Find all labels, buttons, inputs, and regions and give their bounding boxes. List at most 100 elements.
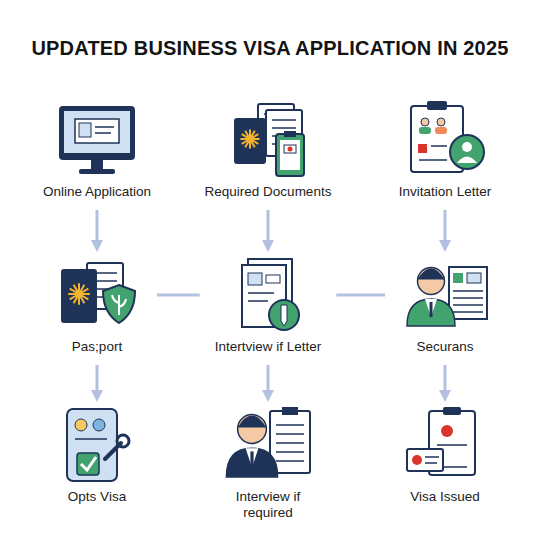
icon-part — [453, 297, 483, 299]
icon-group — [411, 101, 484, 172]
icon-part — [450, 135, 484, 169]
icon-part — [238, 415, 267, 444]
flow-connector — [96, 365, 99, 396]
icon-part — [272, 127, 296, 129]
step-label: Opts Visa — [47, 489, 147, 505]
icon-part — [246, 448, 259, 467]
icon-part — [425, 456, 439, 458]
icon-part — [421, 118, 429, 126]
icon-group — [407, 267, 487, 326]
icon-part — [248, 300, 268, 302]
icon-part — [246, 135, 254, 143]
icon-part — [287, 147, 292, 152]
icon-part — [117, 435, 129, 447]
flow-connector — [95, 210, 98, 246]
step-label: Pas;port — [47, 339, 147, 355]
icon-part — [453, 273, 463, 283]
icon-part — [449, 267, 487, 319]
icon-part — [226, 448, 277, 477]
icon-part — [81, 457, 96, 470]
icon-part — [103, 285, 135, 323]
icon-part — [75, 438, 107, 440]
icon-part — [77, 453, 99, 475]
icon-part — [418, 144, 427, 153]
icon-part — [276, 424, 304, 426]
icon-part — [276, 442, 304, 444]
icon-part — [425, 299, 437, 317]
icon-part — [276, 134, 304, 176]
flow-connector — [444, 210, 447, 246]
icon-part — [112, 295, 126, 315]
icon-part — [437, 118, 445, 126]
icon-part — [437, 444, 467, 446]
icon-part — [269, 300, 299, 330]
icon-part — [280, 140, 300, 170]
icon-part — [431, 145, 447, 147]
step-node: Online Application — [38, 100, 156, 200]
icon-part — [282, 407, 298, 415]
step-node: Opts Visa — [47, 405, 147, 505]
icon-part — [430, 302, 433, 317]
step-icon — [395, 100, 495, 180]
step-label: Securans — [395, 339, 495, 355]
flow-connector — [336, 294, 385, 297]
icon-part — [284, 145, 296, 153]
icon-part — [419, 127, 431, 134]
icon-part — [75, 290, 84, 299]
icon-group — [407, 407, 475, 475]
icon-part — [276, 460, 304, 462]
icon-part — [407, 449, 443, 471]
step-node: Required Documents — [200, 100, 337, 200]
step-icon — [218, 405, 318, 485]
icon-part — [276, 451, 304, 453]
flow-connector — [157, 294, 200, 297]
step-node: Visa Issued — [395, 405, 495, 505]
icon-part — [95, 132, 111, 134]
icon-part — [427, 101, 447, 110]
icon-group — [242, 259, 299, 330]
step-node: Interview if required — [208, 405, 328, 521]
step-node: Pas;port — [47, 255, 147, 355]
icon-part — [281, 305, 287, 326]
step-icon — [47, 405, 147, 485]
icon-part — [453, 304, 483, 306]
step-icon — [47, 255, 147, 335]
icon-part — [453, 311, 483, 313]
icon-part — [234, 118, 266, 164]
step-icon — [395, 405, 495, 485]
flow-connector — [266, 365, 269, 396]
icon-part — [64, 111, 130, 153]
icon-part — [418, 268, 445, 279]
icon-part — [272, 119, 296, 121]
step-icon — [395, 255, 495, 335]
step-icon — [47, 100, 147, 180]
icon-part — [407, 299, 455, 326]
step-icon — [218, 255, 318, 335]
flow-connector — [266, 210, 269, 246]
icon-part — [59, 106, 135, 160]
icon-part — [75, 119, 119, 143]
icon-part — [250, 451, 253, 467]
icon-part — [93, 419, 105, 431]
icon-part — [435, 127, 447, 134]
icon-part — [284, 131, 296, 137]
icon-group — [234, 104, 304, 176]
icon-part — [75, 419, 87, 431]
step-label: Online Application — [38, 184, 156, 200]
step-node: Securans — [395, 255, 495, 355]
step-label: Required Documents — [200, 184, 337, 200]
icon-part — [276, 433, 304, 435]
icon-part — [67, 409, 117, 481]
step-label: Invitation Letter — [394, 184, 496, 200]
icon-group — [67, 409, 129, 481]
diagram-title: UPDATED BUSINESS VISA APPLICATION IN 202… — [0, 37, 540, 60]
icon-part — [79, 123, 91, 137]
step-label: Intertview if Letter — [210, 339, 327, 355]
icon-part — [61, 269, 97, 323]
icon-part — [248, 292, 274, 294]
step-node: Intertview if Letter — [210, 255, 327, 355]
icon-part — [425, 462, 437, 464]
icon-part — [79, 169, 115, 174]
icon-part — [418, 268, 445, 295]
